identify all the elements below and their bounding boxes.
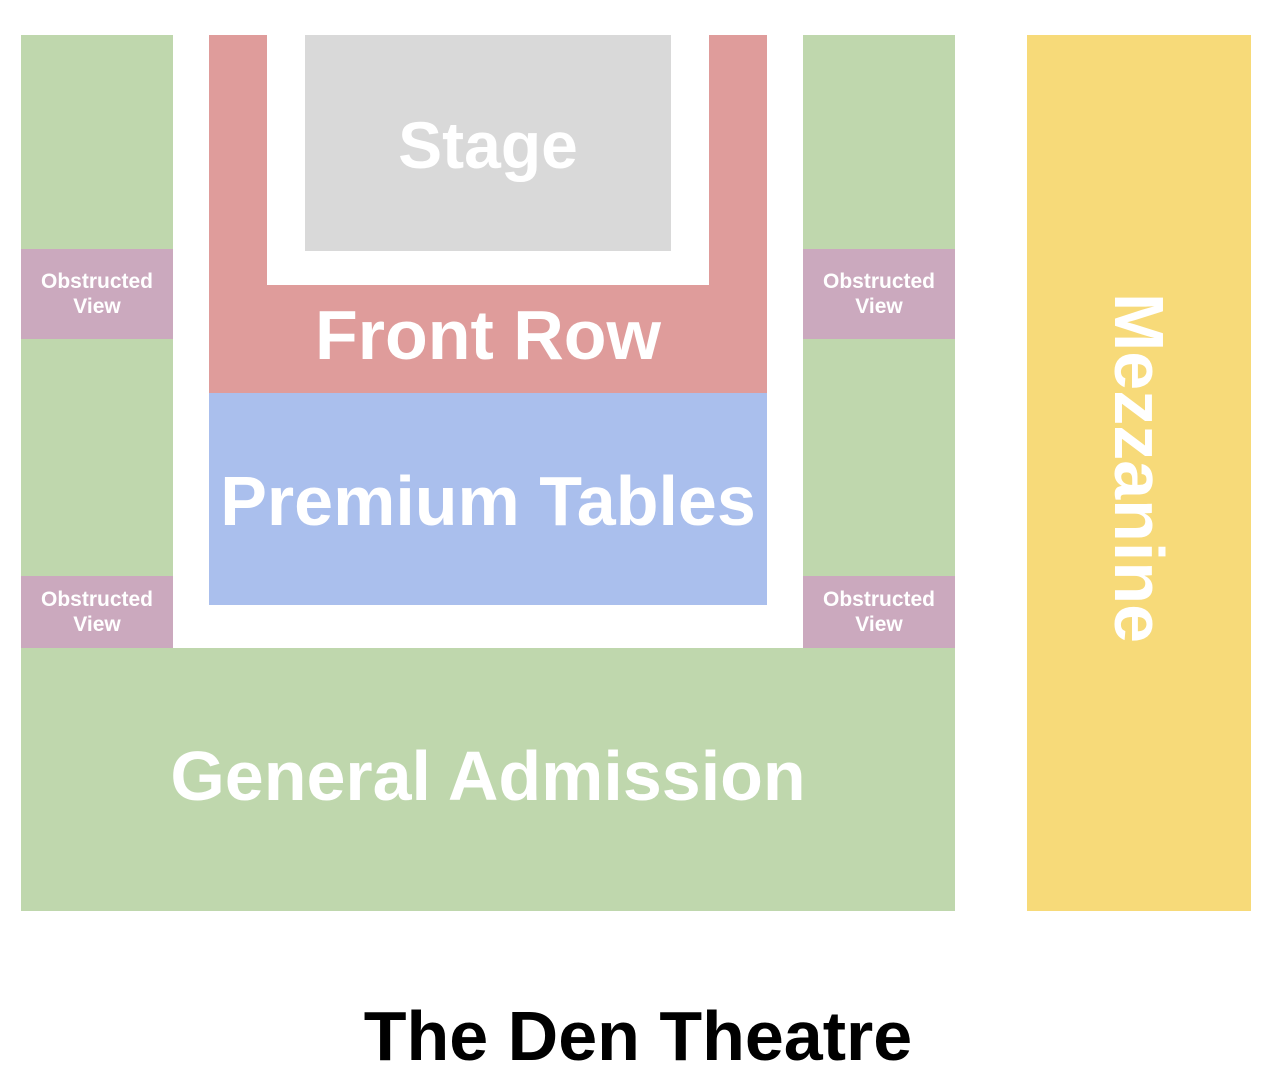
obstructed-view-label: Obstructed View (40, 588, 153, 636)
ga-left-middle[interactable] (21, 339, 173, 576)
obstructed-view-bottom-right[interactable]: Obstructed View (803, 576, 955, 648)
front-row-label: Front Row (314, 296, 662, 374)
mezzanine-label: Mezzanine (1100, 293, 1178, 644)
obstructed-view-label: Obstructed View (40, 270, 153, 318)
obstructed-view-top-right[interactable]: Obstructed View (803, 249, 955, 339)
obstructed-view-label: Obstructed View (822, 270, 935, 318)
venue-title: The Den Theatre (363, 997, 913, 1075)
stage-label: Stage (398, 108, 578, 182)
ga-right-middle[interactable] (803, 339, 955, 576)
general-admission-label: General Admission (170, 736, 806, 815)
section-mezzanine[interactable]: Mezzanine (1027, 35, 1251, 911)
section-premium-tables[interactable]: Premium Tables (209, 393, 767, 605)
obstructed-view-label: Obstructed View (822, 588, 935, 636)
obstructed-view-top-left[interactable]: Obstructed View (21, 249, 173, 339)
obstructed-view-bottom-left[interactable]: Obstructed View (21, 576, 173, 648)
ga-right-upper[interactable] (803, 35, 955, 249)
ga-left-upper[interactable] (21, 35, 173, 249)
stage: Stage (305, 35, 671, 251)
premium-tables-label: Premium Tables (220, 462, 756, 540)
section-general-admission[interactable]: General Admission (21, 648, 955, 911)
